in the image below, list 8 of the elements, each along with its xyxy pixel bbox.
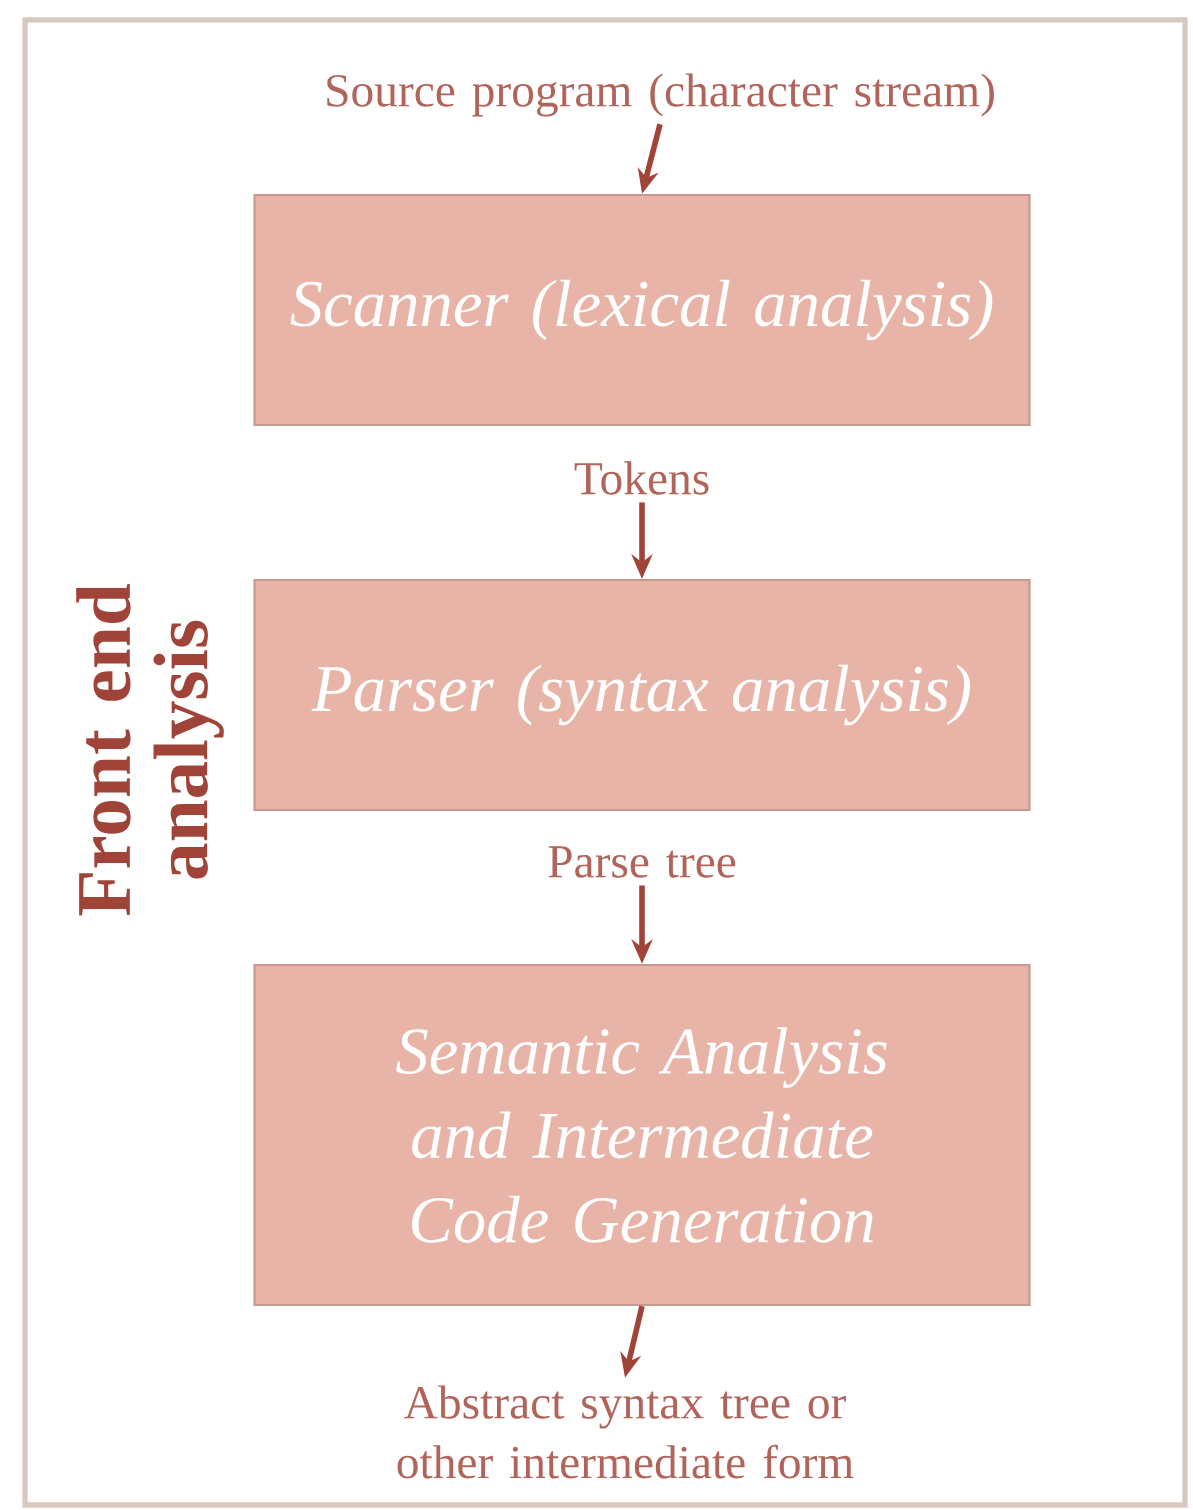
data-label: Parse tree <box>548 846 736 878</box>
data-label: Tokens <box>574 461 709 495</box>
data-label: Source program (character stream) <box>327 73 994 117</box>
process-box: Semantic Analysis and Intermediate Code Generation <box>253 963 1031 1307</box>
data-label: Abstract syntax tree or other intermediate form <box>397 1385 854 1479</box>
side-label: Front end analysis <box>76 584 224 916</box>
process-box: Scanner (lexical analysis) <box>253 193 1031 427</box>
process-box: Parser (syntax analysis) <box>253 578 1031 812</box>
